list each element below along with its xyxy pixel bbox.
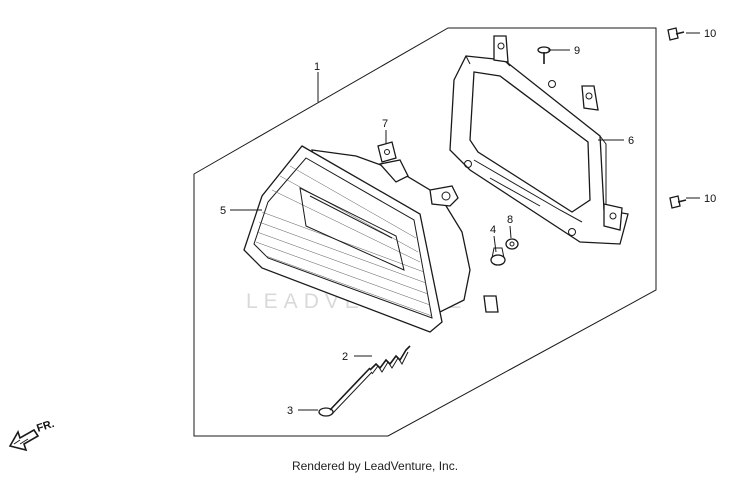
- lens-texture: [255, 165, 433, 317]
- part-7-nut: [377, 141, 397, 163]
- callout-9: 9: [574, 45, 580, 57]
- callout-2: 2: [342, 351, 348, 363]
- part-10-bolt-lower: [669, 195, 687, 209]
- leader-lines: [230, 32, 700, 411]
- part-5-headlight-unit: [243, 145, 499, 333]
- part-6-headlight-case: [449, 35, 629, 245]
- front-direction-label: FR.: [35, 418, 56, 435]
- callout-10-lower: 10: [704, 193, 716, 205]
- callout-3: 3: [287, 405, 293, 417]
- part-3-adjusting-screw: [318, 367, 373, 417]
- callout-1: 1: [314, 61, 320, 73]
- footer-credit: Rendered by LeadVenture, Inc.: [291, 459, 459, 473]
- callout-10-upper: 10: [704, 28, 716, 40]
- part-8-spring-nut: [505, 238, 519, 250]
- part-2-spring: [369, 345, 411, 375]
- assembly-boundary: [193, 27, 657, 437]
- callout-8: 8: [507, 214, 513, 226]
- callout-5: 5: [220, 205, 226, 217]
- front-direction-arrow: [8, 428, 40, 452]
- part-4-adjuster: [490, 247, 506, 266]
- callout-4: 4: [490, 224, 496, 236]
- callout-7: 7: [382, 118, 388, 130]
- part-10-bolt-upper: [667, 27, 685, 41]
- part-9-screw: [537, 46, 551, 64]
- callout-6: 6: [628, 135, 634, 147]
